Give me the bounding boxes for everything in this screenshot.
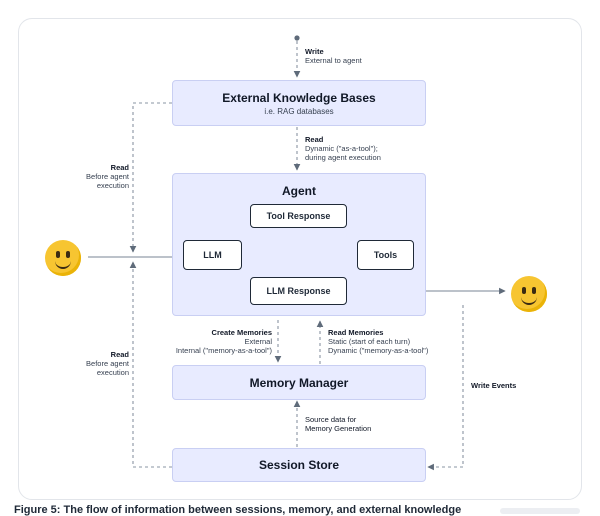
read-memories-label: Read Memories Static (start of each turn… — [328, 328, 428, 355]
read-left-top-line2: execution — [96, 181, 129, 190]
external-knowledge-bases-box: External Knowledge Bases i.e. RAG databa… — [172, 80, 426, 126]
read-memories-line1: Static (start of each turn) — [328, 337, 411, 346]
read-dynamic-label: Read Dynamic ("as-a-tool"); during agent… — [305, 135, 381, 162]
read-left-bottom-line1: Before agent — [86, 359, 129, 368]
llm-node: LLM — [183, 240, 242, 270]
create-memories-line2: Internal ("memory-as-a-tool") — [175, 346, 272, 355]
read-dynamic-line1: Dynamic ("as-a-tool"); — [305, 144, 378, 153]
write-events-label: Write Events — [471, 381, 516, 390]
create-memories-label: Create Memories External Internal ("memo… — [160, 328, 272, 355]
figure-caption: Figure 5: The flow of information betwee… — [14, 504, 462, 516]
memory-manager-box: Memory Manager — [172, 365, 426, 400]
write-label-line1: External to agent — [305, 56, 362, 65]
agent-title: Agent — [282, 184, 316, 198]
llm-response-node: LLM Response — [250, 277, 347, 305]
source-data-label: Source data for Memory Generation — [305, 415, 371, 433]
session-read-arrow — [129, 261, 172, 468]
agent-output-emoji-icon — [511, 276, 547, 312]
create-memories-line1: External — [244, 337, 272, 346]
external-knowledge-bases-title: External Knowledge Bases — [222, 91, 376, 105]
write-label: Write External to agent — [305, 47, 362, 65]
write-label-head: Write — [305, 47, 324, 56]
user-emoji-icon — [45, 240, 81, 276]
write-events-arrow — [427, 305, 464, 471]
tools-node: Tools — [357, 240, 414, 270]
tool-response-node: Tool Response — [250, 204, 347, 228]
source-data-line2: Memory Generation — [305, 424, 372, 433]
source-data-line1: Source data for — [305, 415, 357, 424]
kb-to-llm-dashed-arrow — [129, 102, 172, 253]
read-dynamic-head: Read — [305, 135, 324, 144]
memory-manager-title: Memory Manager — [249, 376, 349, 390]
read-memories-line2: Dynamic ("memory-as-a-tool") — [328, 346, 429, 355]
session-store-title: Session Store — [258, 458, 340, 472]
read-left-top-line1: Before agent — [86, 172, 129, 181]
read-memories-head: Read Memories — [328, 328, 384, 337]
external-knowledge-bases-subtitle: i.e. RAG databases — [264, 107, 334, 116]
read-left-bottom-head: Read — [110, 350, 129, 359]
read-dynamic-line2: during agent execution — [305, 153, 381, 162]
write-source-dot — [294, 35, 300, 41]
read-left-bottom-label: Read Before agent execution — [82, 350, 129, 377]
read-left-top-label: Read Before agent execution — [85, 163, 129, 190]
read-left-top-head: Read — [110, 163, 129, 172]
create-memories-head: Create Memories — [211, 328, 272, 337]
read-left-bottom-line2: execution — [96, 368, 129, 377]
write-events-head: Write Events — [471, 381, 517, 390]
watermark — [500, 508, 580, 514]
session-store-box: Session Store — [172, 448, 426, 482]
